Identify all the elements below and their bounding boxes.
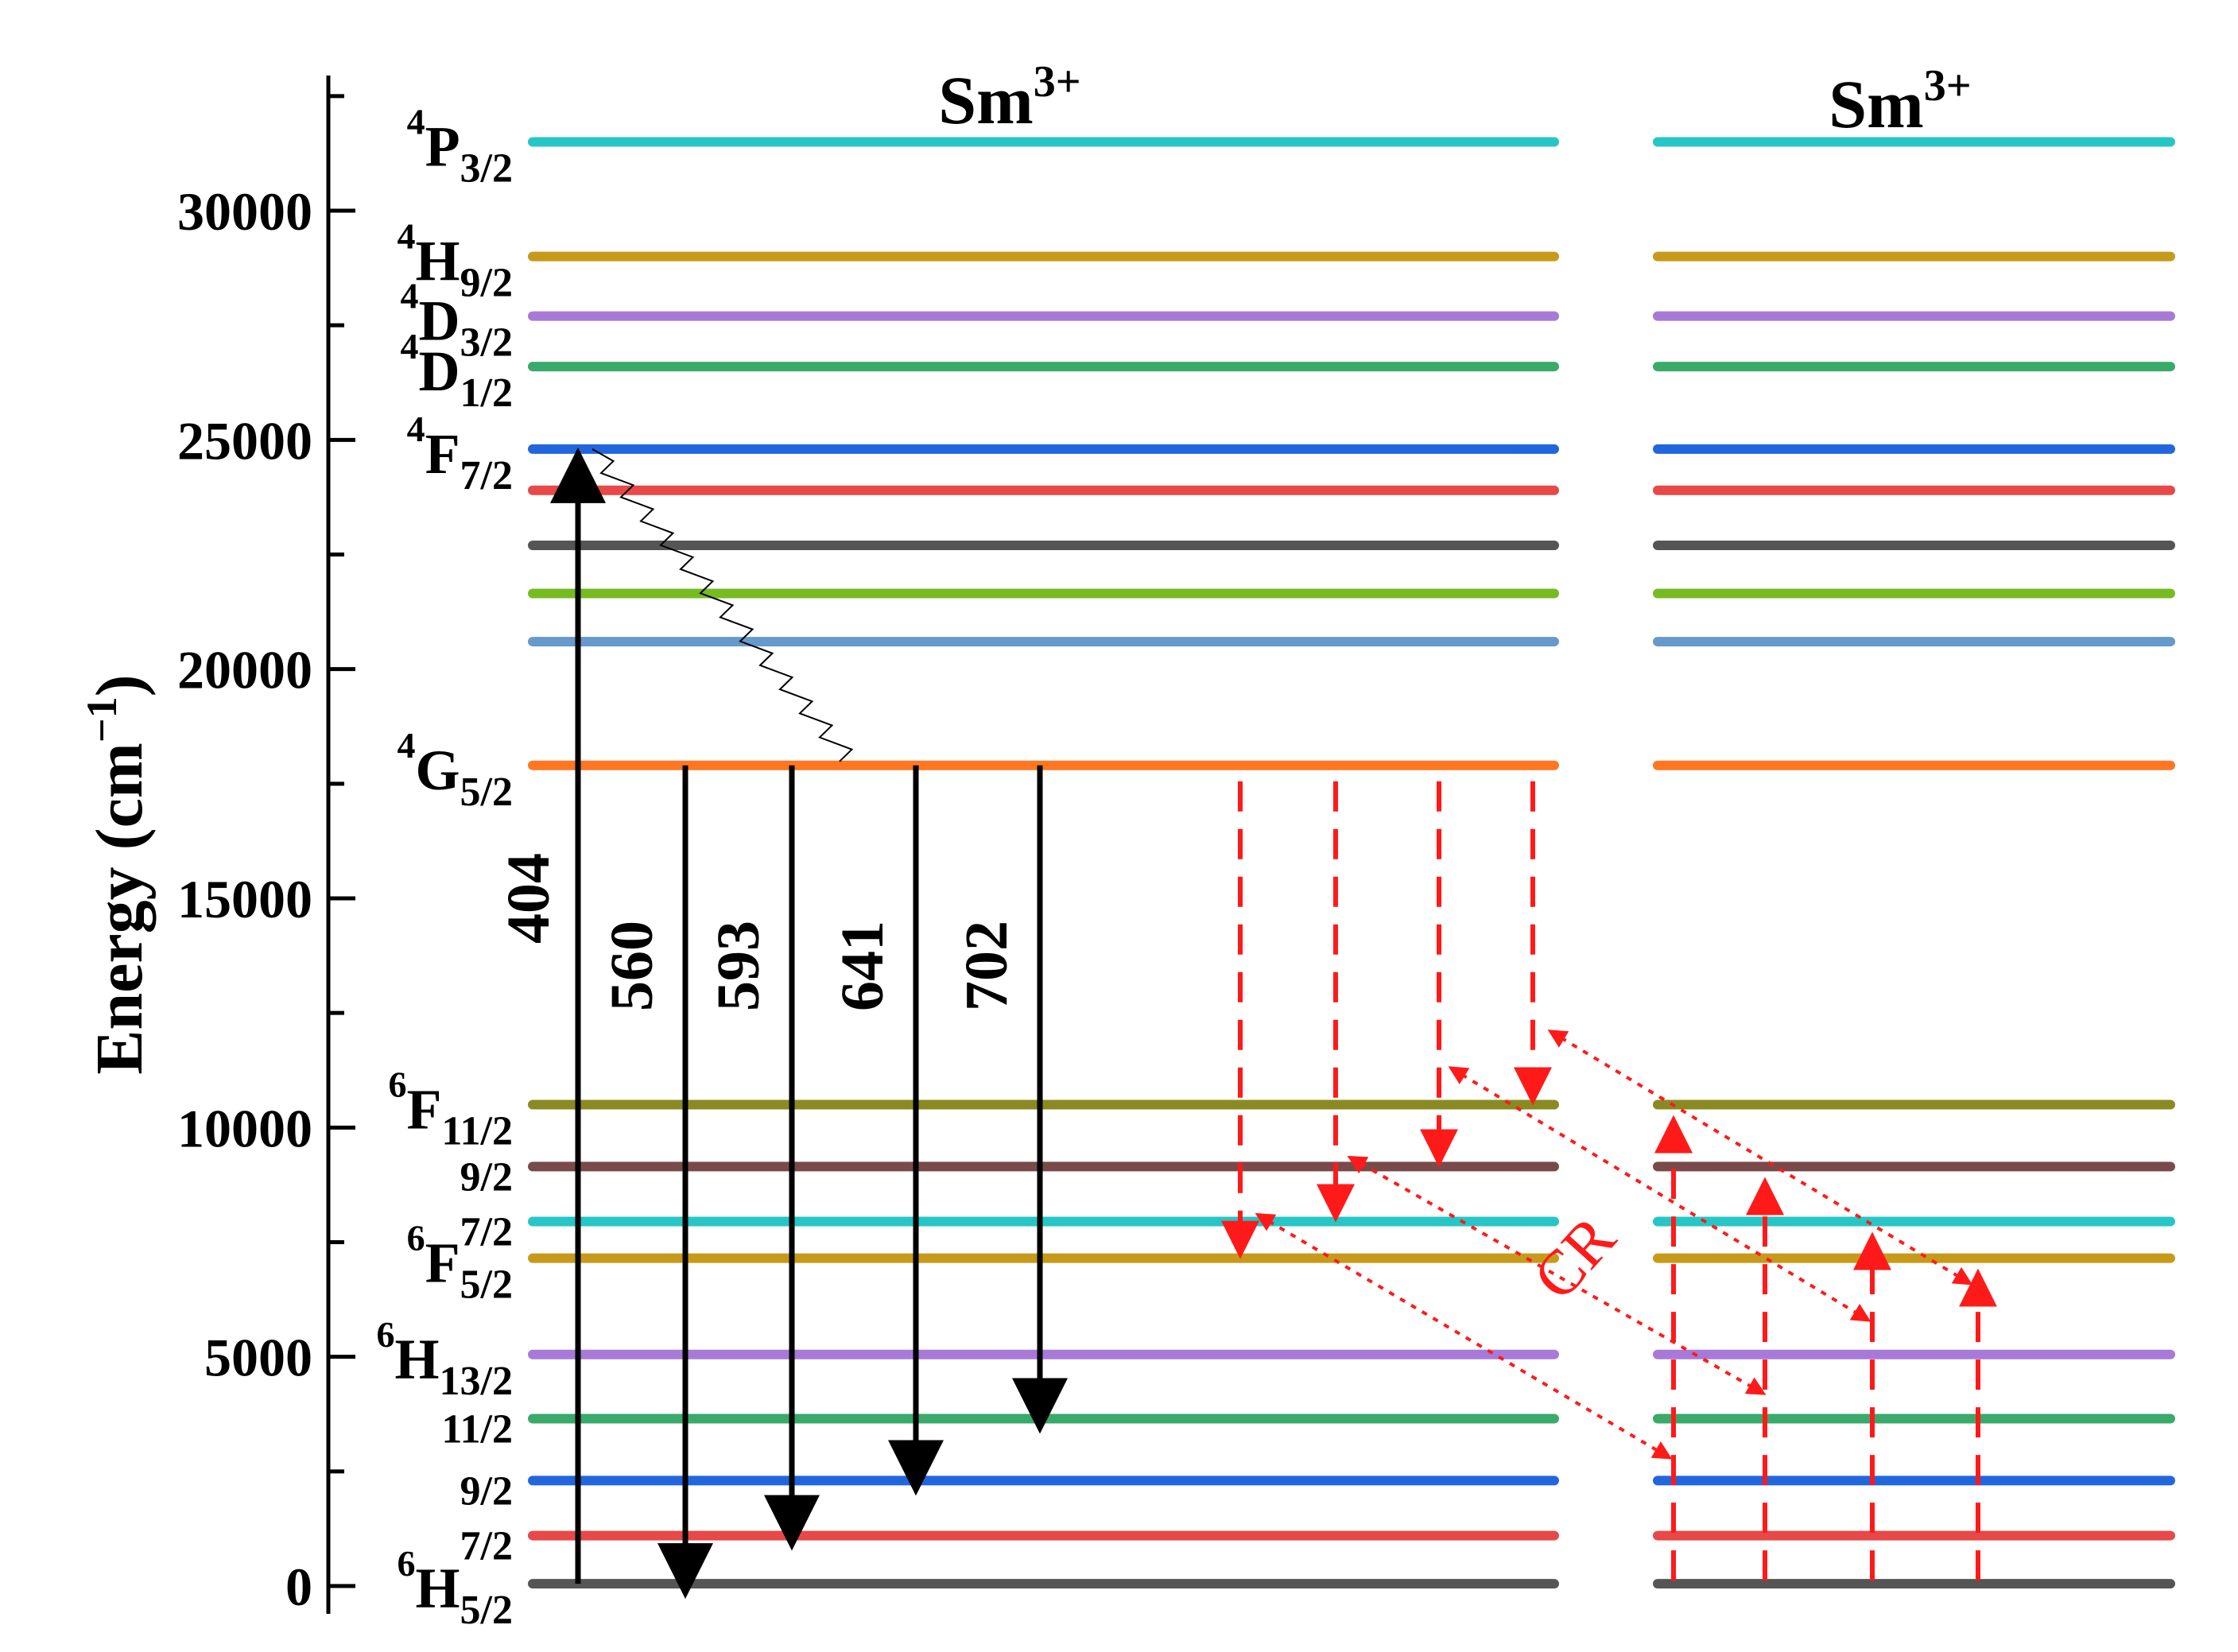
cr-transfer-connector [1547,1030,1973,1286]
level-label: 6H5/2 [398,1543,513,1633]
emission-label: 560 [599,921,665,1011]
level-label: 9/2 [460,1468,513,1514]
level-label: 9/2 [460,1154,513,1200]
level-label: 6F5/2 [407,1218,513,1308]
level-label: 4G5/2 [398,725,513,815]
axis-title: Energy (cm−1) [78,674,157,1074]
cross-relaxation: CR [1221,781,1997,1581]
ion-label-right: Sm3+ [1829,61,1971,142]
axis-tick-label: 30000 [177,181,312,242]
axis-tick-label: 10000 [177,1098,312,1158]
cr-transfer-connector [1255,1212,1673,1460]
emission-label: 702 [953,921,1020,1011]
axis-tick-label: 20000 [177,640,312,700]
level-label: 4D1/2 [401,326,513,416]
emission-label: 593 [705,921,772,1011]
cr-transfer-connector [1347,1155,1767,1395]
level-label: 4D3/2 [401,276,513,366]
ion-label-left: Sm3+ [938,57,1080,138]
level-label: 4P3/2 [407,102,513,192]
level-label: 11/2 [441,1407,513,1452]
axis-tick-label: 0 [285,1557,312,1617]
level-labels: 4P3/24H9/24D3/24D1/24F7/24G5/26F11/29/27… [377,102,513,1634]
axis-tick-label: 5000 [204,1328,312,1388]
transition-arrows: 404 560 593 641 702 [495,447,1068,1600]
level-label: 7/2 [460,1524,513,1569]
level-label: 4F7/2 [407,409,513,498]
axis-tick-label: 15000 [177,869,312,929]
energy-axis: 0 5000 10000 15000 20000 25000 30000 [177,76,355,1617]
axis-tick-label: 25000 [177,410,312,471]
nonradiative-relaxation [591,448,854,762]
right-ion-levels [1653,137,2175,1589]
level-label: 7/2 [460,1210,513,1255]
excitation-label: 404 [495,853,562,944]
level-label: 6F11/2 [388,1064,513,1154]
level-label: 6H13/2 [377,1314,513,1404]
emission-label: 641 [829,921,896,1011]
level-label: 4H9/2 [398,216,513,306]
